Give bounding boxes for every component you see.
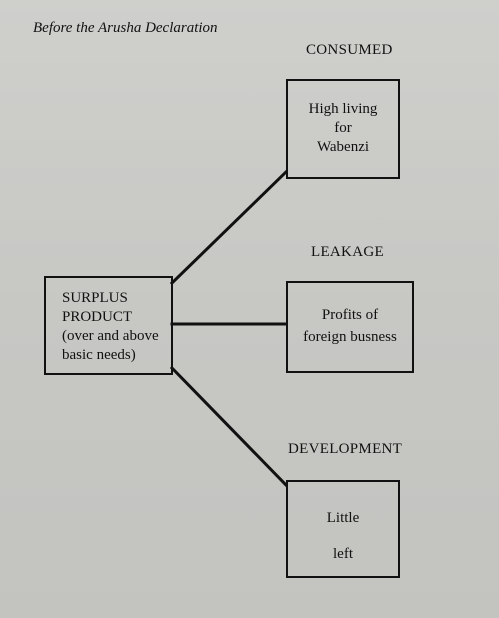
- surplus-product-box: SURPLUS PRODUCT (over and above basic ne…: [44, 276, 173, 375]
- consumed-box: High living for Wabenzi: [286, 79, 400, 179]
- leakage-line-1: Profits of: [321, 307, 379, 323]
- development-line-2: left: [333, 546, 353, 562]
- surplus-line-2: PRODUCT: [62, 309, 133, 325]
- consumed-line-3: Wabenzi: [316, 139, 370, 155]
- surplus-line-3: (over and above: [62, 328, 159, 344]
- surplus-line-1: SURPLUS: [62, 290, 128, 306]
- consumed-line-2: for: [334, 120, 352, 136]
- connector-development: [169, 365, 289, 488]
- development-line-1: Little: [326, 510, 360, 526]
- label-leakage: LEAKAGE: [311, 244, 384, 260]
- connector-consumed: [169, 169, 289, 286]
- leakage-box: Profits of foreign busness: [286, 281, 414, 373]
- diagram-caption: Before the Arusha Declaration: [33, 20, 218, 36]
- development-box: Little left: [286, 480, 400, 578]
- surplus-line-4: basic needs): [62, 347, 136, 363]
- label-development: DEVELOPMENT: [288, 441, 403, 457]
- consumed-line-1: High living: [308, 101, 378, 117]
- leakage-line-2: foreign busness: [303, 329, 397, 345]
- label-consumed: CONSUMED: [306, 42, 393, 58]
